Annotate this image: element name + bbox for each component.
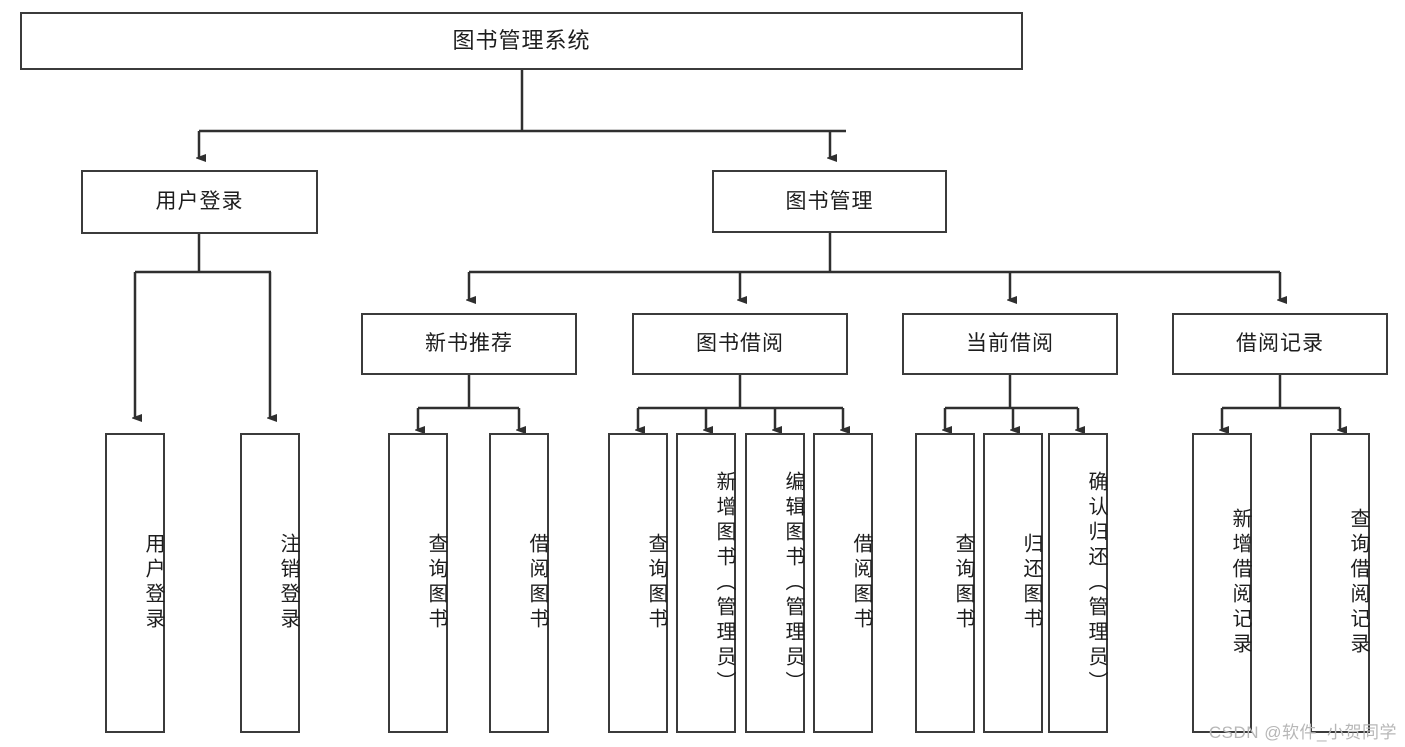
leaf-label: 归还图书 (1020, 533, 1042, 633)
node-borrow-record[interactable]: 借阅记录 (1172, 313, 1388, 375)
node-user-login[interactable]: 用户登录 (81, 170, 318, 234)
leaf-label: 借阅图书 (526, 533, 548, 633)
node-book-management[interactable]: 图书管理 (712, 170, 947, 233)
watermark-text: CSDN @软件_小贺同学 (1208, 723, 1397, 742)
node-root-system[interactable]: 图书管理系统 (20, 12, 1023, 70)
leaf-book-borrow-edit[interactable]: 编辑图书（管理员） (745, 433, 805, 733)
leaf-book-borrow-borrow[interactable]: 借阅图书 (813, 433, 873, 733)
leaf-current-borrow-return[interactable]: 归还图书 (983, 433, 1043, 733)
leaf-label: 查询图书 (425, 533, 447, 633)
leaf-label: 用户登录 (142, 533, 164, 633)
node-current-borrow[interactable]: 当前借阅 (902, 313, 1118, 375)
leaf-label: 确认归还（管理员） (1085, 470, 1107, 696)
leaf-user-login-logout[interactable]: 注销登录 (240, 433, 300, 733)
node-new-book-recommend[interactable]: 新书推荐 (361, 313, 577, 375)
leaf-borrow-record-query[interactable]: 查询借阅记录 (1310, 433, 1370, 733)
leaf-label: 编辑图书（管理员） (782, 470, 804, 696)
leaf-new-book-borrow[interactable]: 借阅图书 (489, 433, 549, 733)
leaf-label: 注销登录 (277, 533, 299, 633)
leaf-label: 查询借阅记录 (1347, 508, 1369, 658)
leaf-user-login-signin[interactable]: 用户登录 (105, 433, 165, 733)
leaf-label: 新增借阅记录 (1229, 508, 1251, 658)
leaf-label: 新增图书（管理员） (713, 470, 735, 696)
leaf-label: 查询图书 (645, 533, 667, 633)
leaf-borrow-record-add[interactable]: 新增借阅记录 (1192, 433, 1252, 733)
leaf-current-borrow-query[interactable]: 查询图书 (915, 433, 975, 733)
leaf-current-borrow-confirm[interactable]: 确认归还（管理员） (1048, 433, 1108, 733)
leaf-book-borrow-add[interactable]: 新增图书（管理员） (676, 433, 736, 733)
leaf-book-borrow-query[interactable]: 查询图书 (608, 433, 668, 733)
leaf-label: 查询图书 (952, 533, 974, 633)
node-book-borrow[interactable]: 图书借阅 (632, 313, 848, 375)
leaf-label: 借阅图书 (850, 533, 872, 633)
leaf-new-book-query[interactable]: 查询图书 (388, 433, 448, 733)
